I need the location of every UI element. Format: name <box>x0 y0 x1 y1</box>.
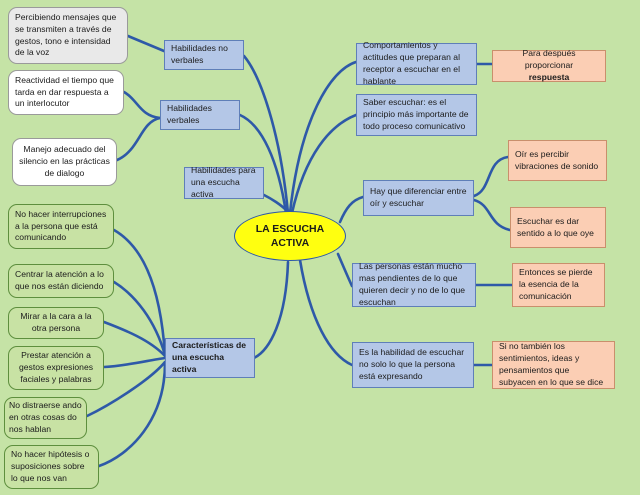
node-centrar-atencion-text: Centrar la atención a lo que nos están d… <box>15 269 104 291</box>
node-saber-escuchar: Saber escuchar: es el principio más impo… <box>356 94 477 136</box>
link-car-mirar <box>102 320 167 358</box>
node-silencio-text: Manejo adecuado del silencio en las prác… <box>19 144 110 178</box>
node-se-pierde-text: Entonces se pierde la esencia de la comu… <box>519 267 593 301</box>
node-comportamientos: Comportamientos y actitudes que preparan… <box>356 40 477 86</box>
node-reactividad-text: Reactividad el tiempo que tarda en dar r… <box>15 74 114 109</box>
central-topic: LA ESCUCHA ACTIVA <box>234 211 346 261</box>
node-diferenciar: Hay que diferenciar entre oír y escuchar <box>363 180 474 216</box>
link-verbales-reactividad <box>122 90 162 120</box>
node-centrar-atencion: Centrar la atención a lo que nos están d… <box>8 264 114 298</box>
node-prestar-atencion-text: Prestar atención a gestos expresiones fa… <box>18 350 94 384</box>
node-habilidad: Es la habilidad de escuchar no solo lo q… <box>352 342 474 388</box>
link-diferenciar-oir <box>472 155 510 198</box>
node-mensajes-text: Percibiendo mensajes que se transmiten a… <box>15 11 117 58</box>
node-habilidades-no-verbales: Habilidades no verbales <box>164 40 244 70</box>
node-habilidades-escucha: Habilidades para una escucha activa <box>184 165 264 199</box>
node-oir: Oír es percibir vibraciones de sonido <box>508 140 607 181</box>
node-comportamientos-text: Comportamientos y actitudes que preparan… <box>363 40 460 86</box>
node-no-distraerse-text: No distraerse ando en otras cosas do nos… <box>9 400 82 434</box>
node-no-hipotesis: No hacer hipótesis o suposiciones sobre … <box>4 445 99 489</box>
link-car-hipotesis <box>97 361 167 468</box>
node-caracteristicas-text: Características de una escucha activa <box>172 340 247 374</box>
link-center-habilidades-no-verbales <box>242 54 290 215</box>
node-silencio: Manejo adecuado del silencio en las prác… <box>12 138 117 186</box>
node-sentimientos-text: Si no también los sentimientos, ideas y … <box>499 341 604 387</box>
link-diferenciar-escuchar <box>472 198 512 232</box>
link-no-verbales-mensajes <box>126 34 166 53</box>
link-center-comportamientos <box>288 60 358 215</box>
link-car-interrupciones <box>112 228 167 357</box>
node-habilidades-no-verbales-text: Habilidades no verbales <box>171 43 228 65</box>
link-car-distraerse <box>85 360 167 418</box>
node-se-pierde: Entonces se pierde la esencia de la comu… <box>512 263 605 307</box>
node-no-interrupciones: No hacer interrupciones a la persona que… <box>8 204 114 249</box>
link-center-caracteristicas <box>252 260 290 360</box>
node-escuchar: Escuchar es dar sentido a lo que oye <box>510 207 606 248</box>
node-mensajes: Percibiendo mensajes que se transmiten a… <box>8 7 128 64</box>
node-no-distraerse: No distraerse ando en otras cosas do nos… <box>4 397 87 439</box>
node-pendientes: Las personas están mucho mas pendientes … <box>352 261 476 307</box>
node-para-despues-bold: respuesta <box>528 71 570 82</box>
node-habilidades-escucha-text: Habilidades para una escucha activa <box>191 165 256 199</box>
node-oir-text: Oír es percibir vibraciones de sonido <box>515 148 599 171</box>
node-escuchar-text: Escuchar es dar sentido a lo que oye <box>517 215 594 238</box>
link-center-saber-escuchar <box>290 113 358 215</box>
node-caracteristicas: Características de una escucha activa <box>165 338 255 378</box>
link-center-habilidad <box>298 258 354 367</box>
link-car-centrar <box>112 280 167 357</box>
node-pendientes-text: Las personas están mucho mas pendientes … <box>359 261 466 307</box>
link-center-habilidades-verbales <box>238 113 288 215</box>
link-car-prestar <box>102 356 167 369</box>
node-no-hipotesis-text: No hacer hipótesis o suposiciones sobre … <box>11 449 90 483</box>
node-habilidad-text: Es la habilidad de escuchar no solo lo q… <box>359 347 465 381</box>
node-para-despues-line: Para después proporcionar <box>522 48 576 71</box>
node-saber-escuchar-text: Saber escuchar: es el principio más impo… <box>363 97 469 131</box>
node-habilidades-verbales: Habilidades verbales <box>160 100 240 130</box>
link-center-pendientes <box>336 252 354 288</box>
node-prestar-atencion: Prestar atención a gestos expresiones fa… <box>8 346 104 390</box>
node-diferenciar-text: Hay que diferenciar entre oír y escuchar <box>370 186 467 208</box>
node-mirar-cara-text: Mirar a la cara a la otra persona <box>20 311 92 333</box>
link-center-diferenciar <box>338 195 365 224</box>
node-no-interrupciones-text: No hacer interrupciones a la persona que… <box>15 208 107 243</box>
node-habilidades-verbales-text: Habilidades verbales <box>167 103 212 125</box>
node-mirar-cara: Mirar a la cara a la otra persona <box>8 307 104 339</box>
node-sentimientos: Si no también los sentimientos, ideas y … <box>492 341 615 389</box>
node-reactividad: Reactividad el tiempo que tarda en dar r… <box>8 70 124 115</box>
link-verbales-silencio <box>115 116 162 162</box>
